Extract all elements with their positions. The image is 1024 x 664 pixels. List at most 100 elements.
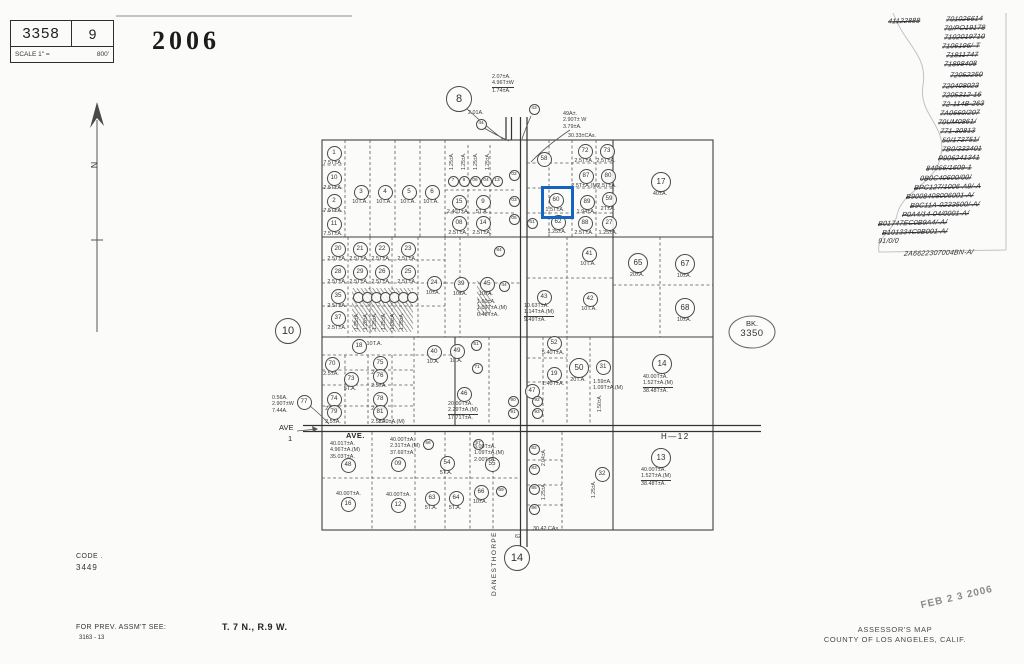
handwritten-recording-number: 0B0C40600/00/ xyxy=(919,174,972,183)
parcel-circle: 52 xyxy=(546,335,562,351)
map-boundaries xyxy=(321,139,714,531)
parcel-circle: 27 xyxy=(601,215,617,231)
danesthorpe-road-label: DANESTHORPE xyxy=(491,531,498,596)
parcel-area-label: 40±A. xyxy=(652,191,668,197)
parcel-area-label: 10T.A. xyxy=(352,198,368,205)
area-note: 40.01T±A.4.96T±A.(M)35.03T±A. xyxy=(330,441,360,460)
parcel-circle: 29 xyxy=(352,264,368,280)
parcel-area-label: 5T.A. xyxy=(475,208,489,215)
avenue-left-label: AVE xyxy=(279,423,294,432)
h12-road-label: H—12 xyxy=(661,432,690,441)
parcel-area-label: 2.5T±A. xyxy=(327,302,347,309)
torn-note-edge xyxy=(878,12,1007,253)
parcel-circle: 14 xyxy=(475,215,491,231)
parcel-circle: 85 xyxy=(528,483,540,495)
code-label: CODE . xyxy=(76,553,104,560)
area-note: 62 xyxy=(515,534,521,540)
parcel-circle: 19 xyxy=(546,366,562,382)
parcel-circle: 69 xyxy=(495,485,507,497)
parcel-area-label: 10±A. xyxy=(676,273,692,279)
road-lines xyxy=(303,117,761,547)
parcel-area-label: 2.5T±A. xyxy=(327,278,347,285)
parcel-area-label: 2.5T±A. xyxy=(371,278,391,285)
vertical-area-label: 1.25±A. xyxy=(363,312,369,330)
parcel-circle: 37 xyxy=(330,310,346,326)
parcel-circle: 06 xyxy=(469,175,481,187)
parcel-circle: 4 xyxy=(377,184,393,200)
parcel-area-label: 2.5T±A. xyxy=(448,229,468,236)
parcel-area-label: 10±A. xyxy=(478,290,494,297)
vertical-area-label: 1.25±A. xyxy=(449,152,455,170)
parcel-area-label: 1.5T±A. xyxy=(545,206,565,213)
parcel-area-label: 2.5T±A. xyxy=(327,324,347,331)
parcel-area-label: 2.5T±A. xyxy=(349,278,369,285)
map-ref-circle: 14 xyxy=(504,545,530,571)
parcel-circle: 92 xyxy=(531,395,543,407)
parcel-area-label: 2.5±A. xyxy=(323,370,339,377)
parcel-circle: 05 xyxy=(508,213,520,225)
parcel-area-label: 7.5T±A. xyxy=(323,207,343,214)
parcel-circle: 3 xyxy=(353,184,369,200)
parcel-circle: 02 xyxy=(508,169,520,181)
area-note: 1.70±A.(M) xyxy=(378,419,405,425)
prev-assessment-value: 3163 - 13 xyxy=(79,635,105,641)
area-note: 1.60±A.1.09T±A.(M)0.48T±A. xyxy=(477,299,507,318)
parcel-circle: 40 xyxy=(426,344,442,360)
assessor-map-line1: ASSESSOR'S MAP xyxy=(857,625,933,634)
parcel-circle: 77 xyxy=(296,394,312,410)
parcel-circle: 73 xyxy=(599,143,615,159)
parcel-area-label: 2.5T±A. xyxy=(349,255,369,262)
avenue-left-number: 1 xyxy=(288,434,293,443)
vertical-area-label: 1.25±A. xyxy=(461,152,467,170)
parcel-area-label: 10T.A. xyxy=(366,341,383,347)
parcel-area-label: 10T.A. xyxy=(376,198,392,205)
parcel-circle: 2 xyxy=(326,193,342,209)
parcel-circle: 09 xyxy=(390,456,406,472)
parcel-area-label: 5.40T±A. xyxy=(541,349,565,356)
area-note: 40.00T±A.1.52T±A.(M)38.48T±A. xyxy=(643,374,673,394)
parcel-circle: 72 xyxy=(577,143,593,159)
north-label: N xyxy=(89,161,100,169)
vertical-area-label: 2.04±A. xyxy=(541,448,547,466)
parcel-circle: 90 xyxy=(507,395,519,407)
parcel-area-label: 2.5T±A. xyxy=(323,184,343,191)
parcel-circle: 04 xyxy=(480,175,492,187)
map-ref-circle: 8 xyxy=(446,86,472,112)
parcel-area-label: 2.5±A. xyxy=(325,418,341,425)
parcel-circle: 20 xyxy=(330,241,346,257)
parcel-circle: 44 xyxy=(498,280,510,292)
parcel-circle xyxy=(406,291,418,303)
parcel-circle: 65 xyxy=(628,253,648,273)
handwritten-recording-number: 7B0/333401 xyxy=(941,145,983,154)
parcel-circle: 86 xyxy=(528,503,540,515)
parcel-circle: 58 xyxy=(536,151,552,167)
parcel-circle: 9 xyxy=(475,194,491,210)
vertical-area-label: 1.25±A. xyxy=(541,482,547,500)
parcel-circle: 76 xyxy=(372,368,388,384)
parcel-circle: 24 xyxy=(426,275,442,291)
parcel-area-label: 1.40T±A. xyxy=(541,380,565,387)
parcel-circle: 61 xyxy=(526,217,538,229)
map-ref-circle: 10 xyxy=(275,318,301,344)
vertical-area-label: 1.25±A. xyxy=(399,312,405,330)
handwritten-recording-number: 70/PO19178 xyxy=(943,24,986,33)
vertical-area-label: 1.25±A. xyxy=(354,312,360,330)
handwritten-recording-number: 7106196/-T xyxy=(941,42,981,51)
parcel-circle: 41 xyxy=(581,246,597,262)
assessor-map-line2: COUNTY OF LOS ANGELES, CALIF. xyxy=(823,634,967,644)
parcel-circle: 45 xyxy=(479,276,495,292)
parcel-circle: 83 xyxy=(528,463,540,475)
assessor-map-caption: ASSESSOR'S MAP COUNTY OF LOS ANGELES, CA… xyxy=(795,625,995,644)
map-page-number: 9 xyxy=(88,25,97,42)
parcel-circle: 70 xyxy=(324,356,340,372)
parcel-circle: 84 xyxy=(493,245,505,257)
parcel-area-label: 2.5T±A. xyxy=(596,157,616,164)
parcel-circle: 32 xyxy=(594,466,610,482)
area-note: 1.59±A.1.09T±A.(M) xyxy=(593,379,623,392)
vertical-area-label: 1.25±A. xyxy=(381,312,387,330)
parcel-circle: 56 xyxy=(422,438,434,450)
